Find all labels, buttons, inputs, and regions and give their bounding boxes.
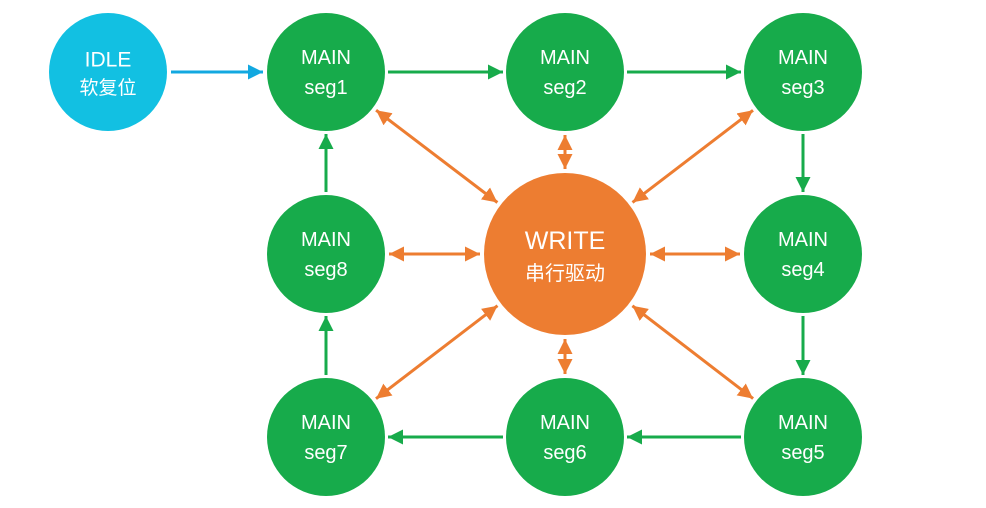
node-seg2-circle [506, 13, 624, 131]
node-seg1: MAIN seg1 [267, 13, 385, 131]
node-seg1-line1: MAIN [301, 47, 351, 69]
node-seg7-line2: seg7 [304, 442, 347, 464]
node-seg5-line1: MAIN [778, 412, 828, 434]
node-seg7-circle [267, 378, 385, 496]
node-seg8-line2: seg8 [304, 259, 347, 281]
node-seg6: MAIN seg6 [506, 378, 624, 496]
node-seg8-circle [267, 195, 385, 313]
node-seg5-circle [744, 378, 862, 496]
node-seg2: MAIN seg2 [506, 13, 624, 131]
node-seg3: MAIN seg3 [744, 13, 862, 131]
node-idle: IDLE 软复位 [49, 13, 167, 131]
node-seg2-line2: seg2 [543, 77, 586, 99]
node-seg6-circle [506, 378, 624, 496]
node-seg5-line2: seg5 [781, 442, 824, 464]
node-seg1-circle [267, 13, 385, 131]
node-write: WRITE 串行驱动 [484, 173, 646, 335]
node-seg4-line2: seg4 [781, 259, 824, 281]
edges [171, 64, 811, 445]
edge-write-seg1 [375, 109, 499, 204]
node-idle-circle [49, 13, 167, 131]
node-write-line1: WRITE [525, 227, 606, 255]
nodes: IDLE 软复位 MAIN seg1 MAIN seg2 MAIN seg3 M… [49, 13, 862, 496]
node-idle-line2: 软复位 [79, 77, 136, 99]
edge-write-seg7 [375, 304, 499, 400]
node-seg4: MAIN seg4 [744, 195, 862, 313]
node-write-line2: 串行驱动 [525, 261, 605, 285]
edge-write-seg3 [631, 109, 754, 204]
node-seg5: MAIN seg5 [744, 378, 862, 496]
node-idle-line1: IDLE [85, 49, 132, 72]
node-seg7: MAIN seg7 [267, 378, 385, 496]
node-seg3-line2: seg3 [781, 77, 824, 99]
node-seg6-line2: seg6 [543, 442, 586, 464]
edge-write-seg5 [631, 304, 755, 400]
node-seg3-line1: MAIN [778, 47, 828, 69]
node-write-circle [484, 173, 646, 335]
node-seg7-line1: MAIN [301, 412, 351, 434]
node-seg4-line1: MAIN [778, 229, 828, 251]
node-seg6-line1: MAIN [540, 412, 590, 434]
node-seg2-line1: MAIN [540, 47, 590, 69]
node-seg8-line1: MAIN [301, 229, 351, 251]
node-seg8: MAIN seg8 [267, 195, 385, 313]
node-seg4-circle [744, 195, 862, 313]
node-seg3-circle [744, 13, 862, 131]
node-seg1-line2: seg1 [304, 77, 347, 99]
